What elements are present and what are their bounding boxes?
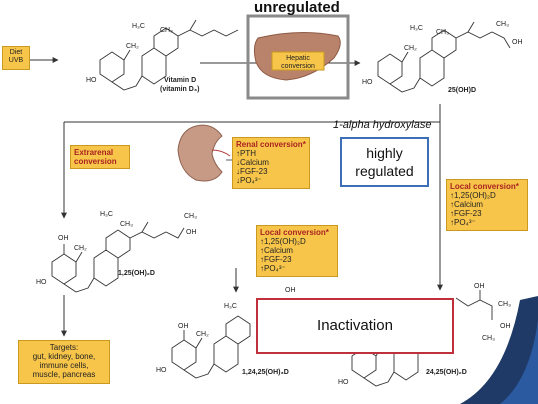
local-right-line-3: ↑FGF-23 — [450, 209, 482, 218]
calcitriol-molecule — [51, 221, 185, 293]
unregulated-frame — [246, 14, 350, 100]
regulated-label: regulated — [355, 163, 414, 179]
uvb-label: UVB — [8, 57, 24, 64]
vitd-ch2: CH₂ — [126, 43, 139, 50]
ct-ch2: CH₂ — [74, 245, 87, 252]
unregulated-label: unregulated — [254, 0, 340, 16]
vitd-label-2: (vitamin D₃) — [160, 86, 199, 93]
targets-line-3: immune cells, — [39, 361, 89, 370]
vitd-label-1: Vitamin D — [164, 77, 196, 84]
cd-h3c: H₃C — [410, 25, 423, 32]
t124-oh-top: OH — [285, 287, 296, 294]
kidney-illustration — [177, 124, 223, 182]
cd-ch2: CH₂ — [404, 45, 417, 52]
local-left-title: Local conversion* — [260, 228, 329, 237]
cd-oh: OH — [512, 39, 523, 46]
diet-label: Diet — [9, 49, 23, 56]
corner-decoration — [460, 296, 538, 404]
local-conversion-box-right: Local conversion* ↑1,25(OH)₂D ↑Calcium ↑… — [446, 179, 528, 231]
vitamin-d-molecule — [99, 19, 239, 91]
t2425-label: 24,25(OH)₂D — [426, 369, 467, 376]
cd-ch3-b: CH₃ — [496, 21, 509, 28]
renal-line-pth: ↑PTH — [236, 149, 256, 158]
targets-line-2: gut, kidney, bone, — [32, 352, 96, 361]
t2425-ch3: CH₃ — [498, 301, 511, 308]
calcidiol-label: 25(OH)D — [448, 87, 476, 94]
targets-line-4: muscle, pancreas — [32, 370, 96, 379]
local-left-line-2: ↑Calcium — [260, 246, 293, 255]
t2425-ch3-b: CH₃ — [482, 335, 495, 342]
renal-line-calcium: ↓Calcium — [236, 158, 269, 167]
cd-ch3: CH₃ — [436, 29, 449, 36]
local-right-line-1: ↑1,25(OH)₂D — [450, 191, 496, 200]
cd-ho: HO — [362, 79, 373, 86]
t124-oh: OH — [178, 323, 189, 330]
t2425-oh-b: OH — [500, 323, 511, 330]
inactivation-label: Inactivation — [317, 317, 393, 334]
targets-box: Targets: gut, kidney, bone, immune cells… — [18, 340, 110, 384]
hepatic-label-1: Hepatic — [286, 55, 310, 62]
vitd-ho: HO — [86, 77, 97, 84]
extrarenal-label-1: Extrarenal — [74, 148, 114, 157]
hepatic-label-2: conversion — [281, 63, 315, 70]
ct-oh-b: OH — [58, 235, 69, 242]
calcitetrol-molecule — [171, 315, 251, 379]
ct-ch3-b: CH₃ — [184, 213, 197, 220]
vitd-h3c: H₃C — [132, 23, 145, 30]
highly-label: highly — [366, 145, 403, 161]
local-right-line-2: ↑Calcium — [450, 200, 483, 209]
t124-label: 1,24,25(OH)₃D — [242, 369, 289, 376]
ct-ho: HO — [36, 279, 47, 286]
inactivation-frame: Inactivation — [256, 298, 454, 354]
ct-h3c: H₃C — [100, 211, 113, 218]
local-right-line-4: ↑PO₄³⁻ — [450, 218, 476, 227]
local-left-line-4: ↑PO₄³⁻ — [260, 264, 286, 273]
t124-ch2: CH₂ — [196, 331, 209, 338]
corner-decoration-inner — [500, 320, 538, 404]
ct-ch3: CH₃ — [120, 221, 133, 228]
t124-ho: HO — [156, 367, 167, 374]
hepatic-conversion-box — [271, 51, 325, 71]
local-left-line-3: ↑FGF-23 — [260, 255, 292, 264]
renal-line-po4: ↓PO₄³⁻ — [236, 176, 262, 185]
calcitriol-label: 1,25(OH)₂D — [118, 270, 155, 277]
vitd-ch3: CH₃ — [160, 27, 173, 34]
extrarenal-box: Extrarenal conversion — [70, 145, 130, 169]
extrarenal-label-2: conversion — [74, 157, 117, 166]
kidney-vessel — [211, 149, 231, 157]
t2425-oh-a: OH — [474, 283, 485, 290]
t2425-ho: HO — [338, 379, 349, 386]
diet-uvb-box: Diet UVB — [2, 46, 30, 70]
highly-regulated-frame: highly regulated — [340, 137, 429, 187]
alpha-hydroxylase-label: 1-alpha hydroxylase — [333, 119, 432, 131]
local-left-line-1: ↑1,25(OH)₂D — [260, 237, 306, 246]
local-conversion-box-left: Local conversion* ↑1,25(OH)₂D ↑Calcium ↑… — [256, 225, 338, 277]
renal-conversion-box: Renal conversion* ↑PTH ↓Calcium ↓FGF-23 … — [232, 137, 310, 189]
targets-line-1: Targets: — [49, 343, 79, 352]
calcidiol-molecule — [377, 21, 511, 93]
local-right-title: Local conversion* — [450, 182, 519, 191]
t124-h3c: H₃C — [224, 303, 237, 310]
renal-title: Renal conversion* — [236, 140, 306, 149]
renal-line-fgf23: ↓FGF-23 — [236, 167, 268, 176]
ct-oh: OH — [186, 229, 197, 236]
